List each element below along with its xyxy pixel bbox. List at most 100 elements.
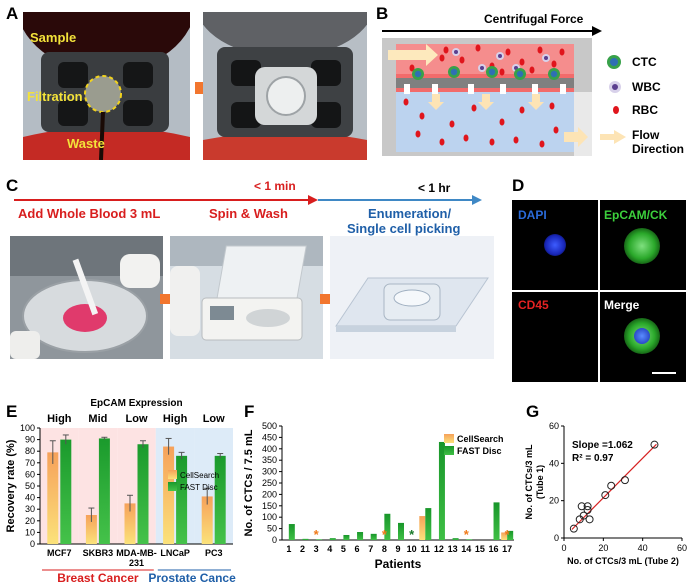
e-bar-cellsearch-2 xyxy=(124,503,136,544)
f-ytick-label-0: 0 xyxy=(272,535,277,545)
f-bar-fast-disc-17 xyxy=(507,530,514,540)
f-bar-fast-disc-1 xyxy=(288,524,295,540)
f-star-orange-3: * xyxy=(314,527,320,542)
rbc-bottom-2 xyxy=(415,130,421,138)
g-xlabel: No. of CTCs/3 mL (Tube 2) xyxy=(567,556,679,566)
f-bar-fast-disc-14 xyxy=(466,539,473,540)
legend-rbc-icon xyxy=(613,106,619,114)
f-xlabel: Patients xyxy=(375,557,422,571)
g-xtick-label-2: 40 xyxy=(638,543,648,553)
g-ylabel-1: (Tube 1) xyxy=(535,465,545,499)
f-legend-cellsearch-label: CellSearch xyxy=(457,434,504,444)
e-bar-cellsearch-1 xyxy=(85,515,97,544)
e-ytick-label-10: 100 xyxy=(20,423,35,433)
f-bar-fast-disc-3 xyxy=(316,539,323,540)
f-category-14: 14 xyxy=(461,544,471,554)
f-category-11: 11 xyxy=(421,544,431,554)
panel-a-photo-after xyxy=(203,12,367,160)
rbc-top-12 xyxy=(439,54,445,62)
e-ytick-label-9: 90 xyxy=(25,435,35,445)
expression-label-0: High xyxy=(47,413,72,425)
f-ytick-label-5: 250 xyxy=(262,478,277,488)
f-bar-fast-disc-16 xyxy=(493,502,500,540)
e-legend-fastdisc-swatch xyxy=(168,482,177,491)
e-bar-fast-disc-0 xyxy=(60,439,72,544)
f-ytick-label-7: 350 xyxy=(262,455,277,465)
rbc-bottom-8 xyxy=(519,106,525,114)
label-filtration: Filtration xyxy=(27,89,83,104)
g-point-8 xyxy=(607,481,616,490)
f-ytick-label-2: 100 xyxy=(262,512,277,522)
label-waste: Waste xyxy=(67,136,105,151)
g-point-3 xyxy=(577,502,586,511)
cell-merge: Merge xyxy=(600,292,686,382)
e-category-0-0: MCF7 xyxy=(47,548,72,558)
f-ytick-label-6: 300 xyxy=(262,467,277,477)
legend-ctc-icon xyxy=(607,55,621,69)
cell-dapi: DAPI xyxy=(512,200,598,290)
photo-centrifuge-device xyxy=(170,236,323,359)
e-category-1-0: SKBR3 xyxy=(83,548,114,558)
legend-wbc-icon xyxy=(609,81,621,93)
nucleus-blue xyxy=(544,234,566,256)
legend-wbc-label: WBC xyxy=(632,80,661,94)
rbc-top-0 xyxy=(443,46,449,54)
e-bar-fast-disc-1 xyxy=(98,438,110,544)
f-bar-fast-disc-5 xyxy=(343,534,350,540)
e-bar-fast-disc-3 xyxy=(176,455,188,544)
e-bar-cellsearch-4 xyxy=(201,496,213,544)
f-bar-fast-disc-6 xyxy=(357,532,364,540)
rbc-bottom-6 xyxy=(499,118,505,126)
panel-label-d: D xyxy=(512,176,525,195)
expression-label-1: Mid xyxy=(88,413,107,425)
fluorescence-grid: DAPI EpCAM/CK CD45 Merge xyxy=(512,200,686,382)
e-ytick-label-1: 10 xyxy=(25,527,35,537)
g-point-5 xyxy=(585,515,594,524)
g-ytick-label-0: 0 xyxy=(554,533,559,543)
cell-merge-blue xyxy=(634,328,650,344)
rbc-top-6 xyxy=(537,46,543,54)
band-0 xyxy=(40,428,79,544)
cell-cd45: CD45 xyxy=(512,292,598,382)
chart-e-title: EpCAM Expression xyxy=(90,398,182,409)
f-bar-fast-disc-8 xyxy=(384,513,391,540)
panel-label-g: G xyxy=(526,402,540,421)
g-point-10 xyxy=(650,440,659,449)
scale-bar xyxy=(652,372,676,374)
f-category-12: 12 xyxy=(434,544,444,554)
e-ytick-label-7: 70 xyxy=(25,458,35,468)
band-4 xyxy=(194,428,233,544)
rbc-bottom-7 xyxy=(513,136,519,144)
e-ylabel: Recovery rate (%) xyxy=(5,439,17,532)
e-bar-fast-disc-2 xyxy=(137,444,149,544)
legend-flow-label: Flow xyxy=(632,128,660,142)
photo-slide xyxy=(330,236,494,359)
f-category-10: 10 xyxy=(407,544,417,554)
rbc-top-5 xyxy=(519,58,525,66)
f-ytick-label-4: 200 xyxy=(262,489,277,499)
g-xtick-label-0: 0 xyxy=(561,543,566,553)
e-ytick-label-8: 80 xyxy=(25,446,35,456)
f-legend-fastdisc-label: FAST Disc xyxy=(457,446,502,456)
wbc-core-1 xyxy=(498,54,502,58)
e-group-label-0: Breast Cancer xyxy=(57,571,139,584)
ctc-core-4 xyxy=(550,70,558,78)
filtration-chamber-diagram xyxy=(382,38,592,156)
g-r2-text: R² = 0.97 xyxy=(572,453,614,464)
f-star-orange-8: * xyxy=(382,527,388,542)
rbc-top-13 xyxy=(559,48,565,56)
f-category-7: 7 xyxy=(368,544,373,554)
expression-label-4: Low xyxy=(203,413,225,425)
rbc-top-10 xyxy=(529,66,535,74)
g-ytick-label-1: 20 xyxy=(549,496,559,506)
panel-label-f: F xyxy=(244,402,255,421)
disc-photo-after xyxy=(203,12,367,160)
g-ylabel-0: No. of CTCs/3 mL xyxy=(524,444,534,520)
label-cd45: CD45 xyxy=(518,298,549,312)
timeline-arrow xyxy=(14,195,482,205)
rbc-bottom-13 xyxy=(539,140,545,148)
rbc-top-9 xyxy=(499,68,505,76)
f-bar-cellsearch-11 xyxy=(419,516,426,540)
f-bar-fast-disc-13 xyxy=(452,538,459,540)
